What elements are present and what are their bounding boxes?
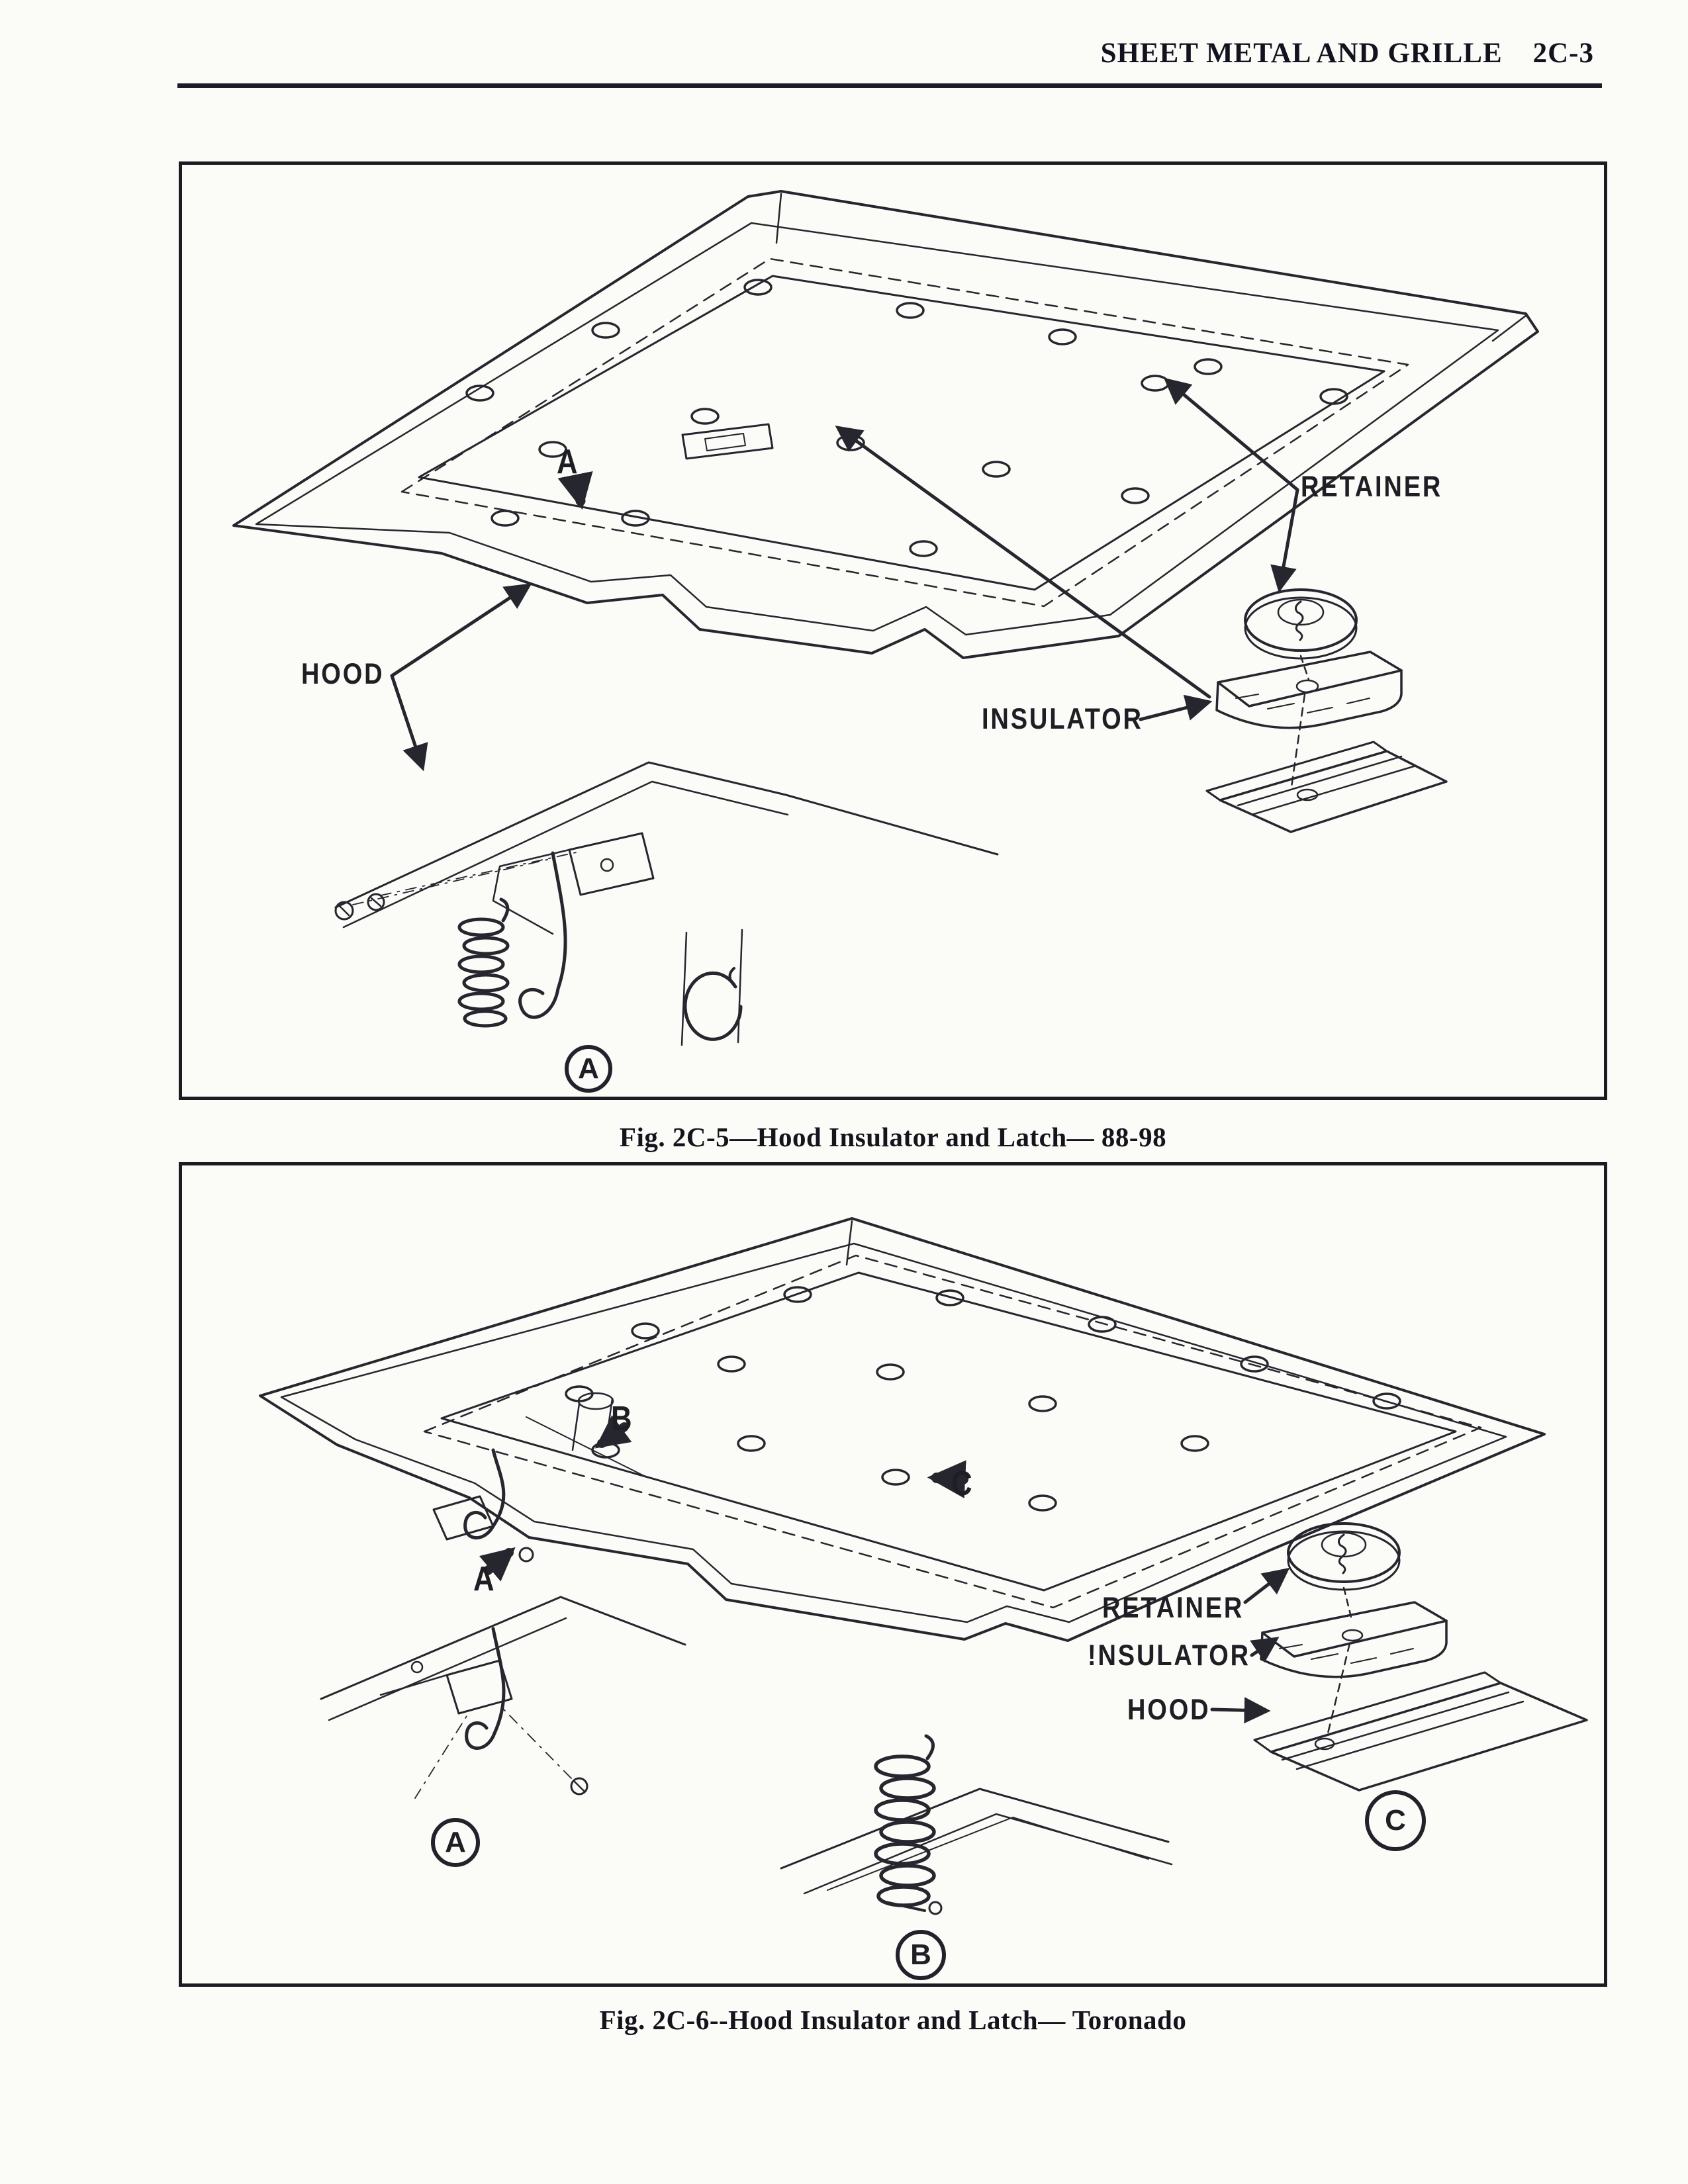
insulator-label: !NSULATOR (1088, 1639, 1250, 1672)
detail-a-badge: A (565, 1045, 612, 1093)
page-header: SHEET METAL AND GRILLE 2C-3 (1101, 37, 1594, 69)
hood-label: HOOD (301, 658, 385, 691)
spring-detail-b (780, 1734, 1173, 1915)
latch-detail (334, 761, 999, 1019)
callout-b-label: B (611, 1399, 632, 1438)
retainer-label: RETAINER (1102, 1592, 1244, 1625)
detail-b-badge: B (896, 1930, 946, 1980)
hood-latch-front (432, 1392, 646, 1563)
leader-arrows (390, 377, 1299, 772)
figure-2-frame: B C A RETAINER !NSULATOR HOOD A B C (179, 1162, 1607, 1987)
callout-a-label: A (473, 1559, 494, 1598)
callout-a-label: A (557, 442, 578, 481)
hood-underside-outline (259, 1217, 1546, 1642)
hood-grommets (565, 1286, 1401, 1512)
latch-spring (457, 897, 510, 1028)
figure-1-caption: Fig. 2C-5—Hood Insulator and Latch— 88-9… (619, 1122, 1167, 1152)
figure-2-caption: Fig. 2C-6--Hood Insulator and Latch— Tor… (599, 2005, 1187, 2035)
clip-ring-detail (680, 929, 743, 1046)
leader-arrows (1210, 1567, 1290, 1724)
latch-detail-a (320, 1596, 686, 1799)
hood-grommets (465, 279, 1348, 557)
header-rule (177, 83, 1602, 88)
page-number: 2C-3 (1532, 38, 1594, 69)
retainer-insulator-stack (1253, 1522, 1588, 1792)
callout-a-arrow (557, 471, 593, 510)
detail-a-badge: A (431, 1818, 480, 1867)
callout-arrows (479, 1415, 968, 1582)
detail-c-badge: C (1365, 1790, 1426, 1851)
retainer-label: RETAINER (1301, 471, 1443, 504)
figure-1-drawing (232, 190, 1539, 1046)
callout-c-label: C (951, 1464, 972, 1503)
hood-label: HOOD (1127, 1694, 1211, 1727)
figure-1-frame: A HOOD RETAINER INSULATOR A (179, 161, 1607, 1100)
hood-underside-outline (232, 190, 1539, 659)
retainer-insulator-stack (1205, 588, 1448, 833)
figure-2-drawing (259, 1217, 1588, 1915)
section-title: SHEET METAL AND GRILLE (1100, 38, 1503, 69)
insulator-label: INSULATOR (982, 703, 1143, 736)
